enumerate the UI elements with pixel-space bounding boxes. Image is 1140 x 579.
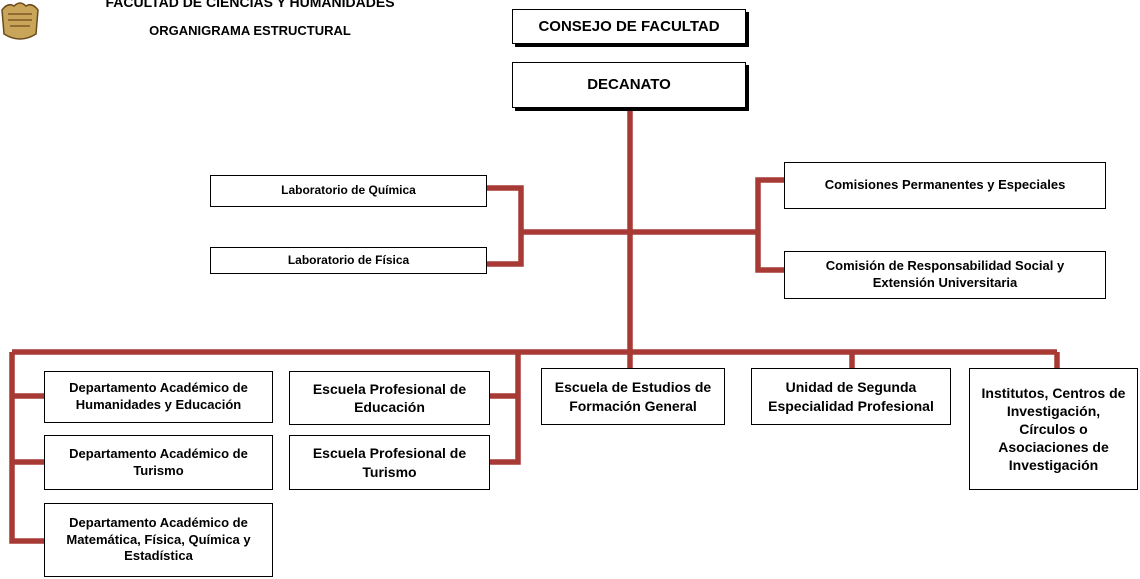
node-laboratorio-quimica: Laboratorio de Química bbox=[210, 175, 487, 207]
connector-drop-left bbox=[9, 352, 44, 544]
faculty-title: FACULTAD DE CIENCIAS Y HUMANIDADES bbox=[105, 0, 395, 10]
node-laboratorio-fisica: Laboratorio de Física bbox=[210, 247, 487, 274]
node-dept-matematica-fisica-quimica-estadistica: Departamento Académico de Matemática, Fí… bbox=[44, 503, 273, 577]
university-seal-logo bbox=[1, 2, 39, 40]
node-institutos-centros-investigacion: Institutos, Centros de Investigación, Cí… bbox=[969, 368, 1138, 490]
connector-drop-escuelas bbox=[490, 352, 521, 465]
connector-labs bbox=[487, 185, 630, 267]
node-escuela-estudios-formacion-general: Escuela de Estudios de Formación General bbox=[541, 368, 725, 425]
node-comision-responsabilidad-social: Comisión de Responsabilidad Social y Ext… bbox=[784, 251, 1106, 299]
node-dept-turismo: Departamento Académico de Turismo bbox=[44, 435, 273, 490]
node-escuela-turismo: Escuela Profesional de Turismo bbox=[289, 435, 490, 490]
chart-subtitle: ORGANIGRAMA ESTRUCTURAL bbox=[149, 23, 351, 38]
connector-commissions bbox=[630, 177, 784, 273]
node-unidad-segunda-especialidad: Unidad de Segunda Especialidad Profesion… bbox=[751, 368, 951, 425]
node-dept-humanidades-educacion: Departamento Académico de Humanidades y … bbox=[44, 371, 273, 423]
node-decanato: DECANATO bbox=[512, 62, 746, 108]
node-escuela-educacion: Escuela Profesional de Educación bbox=[289, 371, 490, 425]
node-consejo-de-facultad: CONSEJO DE FACULTAD bbox=[512, 9, 746, 44]
node-comisiones-permanentes: Comisiones Permanentes y Especiales bbox=[784, 162, 1106, 209]
